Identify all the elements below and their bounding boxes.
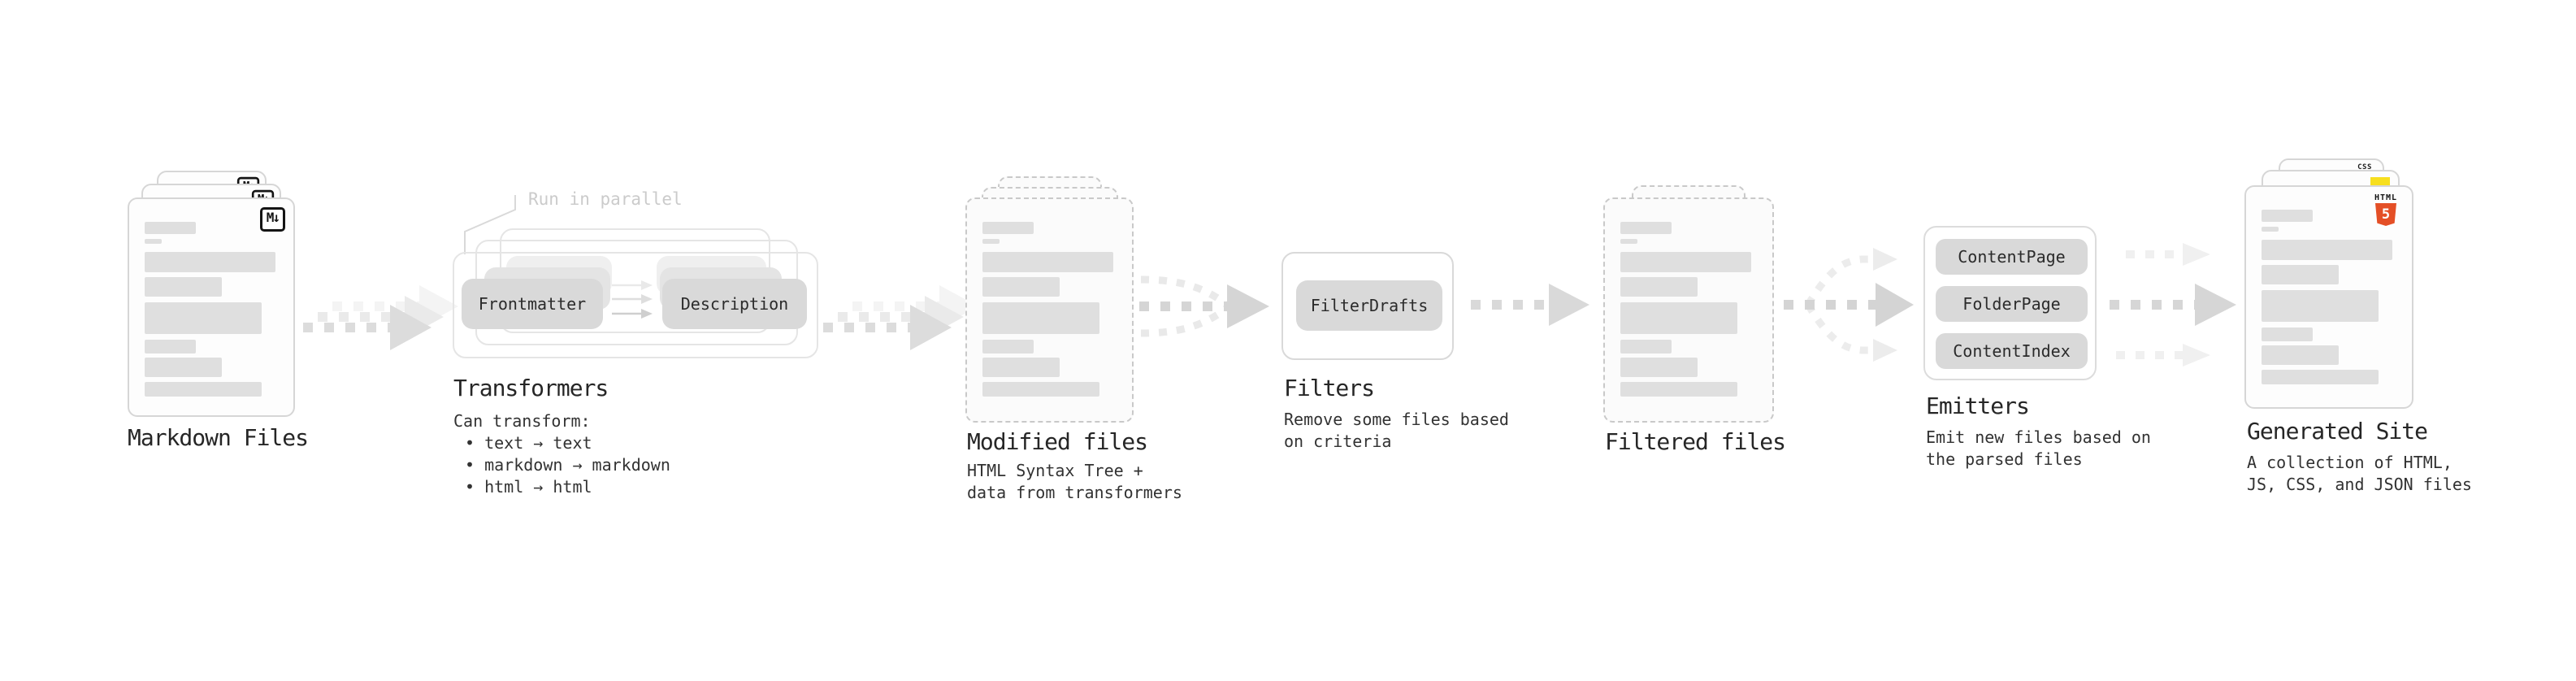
doc-text-bar [145, 382, 262, 397]
doc-text-bar [145, 239, 162, 244]
emitters-box: ContentPage FolderPage ContentIndex [1923, 226, 2097, 380]
emitters-title: Emitters [1926, 393, 2030, 419]
modified-file-card-front [965, 197, 1134, 423]
transformers-group: Run in parallel Frontmatter Description [451, 183, 833, 386]
doc-text-bar [1620, 358, 1698, 377]
run-in-parallel-annotation: Run in parallel [528, 189, 683, 209]
javascript-icon [2370, 177, 2390, 188]
desc-line: A collection of HTML, [2247, 453, 2452, 472]
annotation-bracket [464, 195, 516, 254]
doc-text-bar [1620, 302, 1737, 334]
modified-files-title: Modified files [967, 428, 1148, 455]
doc-text-bar [982, 340, 1034, 354]
doc-text-bar [982, 358, 1060, 377]
emitters-description: Emit new files based on the parsed files [1926, 427, 2151, 471]
transformer-box-front [453, 252, 818, 358]
html5-icon-label: HTML [2374, 193, 2398, 202]
doc-text-bar [2262, 227, 2279, 232]
doc-text-bar [982, 222, 1034, 234]
doc-text-bar [145, 222, 196, 234]
modified-files-description: HTML Syntax Tree + data from transformer… [967, 460, 1182, 504]
doc-text-bar [145, 358, 222, 377]
flow-arrow-merge [1139, 275, 1269, 337]
doc-text-bar [1620, 252, 1751, 272]
desc-line: on criteria [1284, 432, 1392, 451]
bullet-markdown-to-markdown: • markdown → markdown [465, 455, 670, 475]
transformers-title: Transformers [453, 375, 609, 401]
contentpage-pill: ContentPage [1936, 239, 2088, 275]
desc-line: HTML Syntax Tree + [967, 461, 1143, 480]
doc-text-bar [2262, 240, 2392, 260]
filterdrafts-pill: FilterDrafts [1296, 280, 1442, 331]
doc-text-bar [1620, 382, 1737, 397]
doc-text-bar [1620, 222, 1672, 234]
doc-text-bar [1620, 277, 1698, 297]
flow-arrow-single [1471, 284, 1589, 326]
filters-description: Remove some files based on criteria [1284, 409, 1509, 453]
desc-line: JS, CSS, and JSON files [2247, 475, 2472, 494]
desc-line: data from transformers [967, 483, 1182, 502]
flow-arrow-split [1784, 248, 1914, 362]
flow-arrow-stacked-1 [303, 285, 458, 350]
css-icon-label: CSS [2357, 163, 2372, 171]
description-pill: Description [662, 279, 807, 329]
filtered-files-title: Filtered files [1605, 428, 1786, 455]
filters-title: Filters [1284, 375, 1375, 401]
generated-site-title: Generated Site [2247, 418, 2428, 445]
doc-text-bar [2262, 370, 2379, 384]
frontmatter-pill: Frontmatter [462, 279, 603, 329]
desc-line: the parsed files [1926, 449, 2083, 469]
bullet-html-to-html: • html → html [465, 477, 592, 497]
contentindex-pill: ContentIndex [1936, 333, 2088, 369]
doc-text-bar [982, 252, 1113, 272]
markdown-file-card-front: M↓ [128, 197, 295, 417]
flow-arrow-stacked-2 [823, 285, 978, 350]
doc-text-bar [1620, 340, 1672, 354]
doc-text-bar [2262, 327, 2313, 341]
flow-arrows-triple [2110, 243, 2236, 367]
doc-text-bar [2262, 265, 2339, 284]
doc-text-bar [982, 382, 1099, 397]
filters-box: FilterDrafts [1281, 252, 1454, 360]
html5-icon: HTML 5 [2370, 193, 2402, 226]
transformers-description: Can transform: • text → text • markdown … [453, 410, 670, 498]
doc-text-bar [145, 340, 196, 354]
doc-text-bar [145, 277, 222, 297]
doc-text-bar [2262, 290, 2379, 322]
doc-text-bar [1620, 239, 1637, 244]
html5-icon-shield: 5 [2375, 203, 2396, 226]
can-transform-heading: Can transform: [453, 411, 591, 431]
bullet-text-to-text: • text → text [465, 433, 592, 453]
site-file-card-html: HTML 5 [2244, 185, 2413, 409]
doc-text-bar [982, 239, 1000, 244]
doc-text-bar [145, 252, 275, 272]
desc-line: Remove some files based [1284, 410, 1509, 429]
filtered-file-card-front [1603, 197, 1774, 423]
markdown-files-title: Markdown Files [128, 424, 309, 451]
doc-text-bar [2262, 345, 2339, 365]
doc-text-bar [982, 302, 1099, 334]
doc-text-bar [145, 302, 262, 334]
doc-text-bar [982, 277, 1060, 297]
folderpage-pill: FolderPage [1936, 286, 2088, 322]
doc-text-bar [2262, 210, 2313, 222]
markdown-icon: M↓ [259, 207, 285, 232]
transform-arrows [612, 280, 653, 319]
desc-line: Emit new files based on [1926, 427, 2151, 447]
generated-site-description: A collection of HTML, JS, CSS, and JSON … [2247, 452, 2472, 496]
